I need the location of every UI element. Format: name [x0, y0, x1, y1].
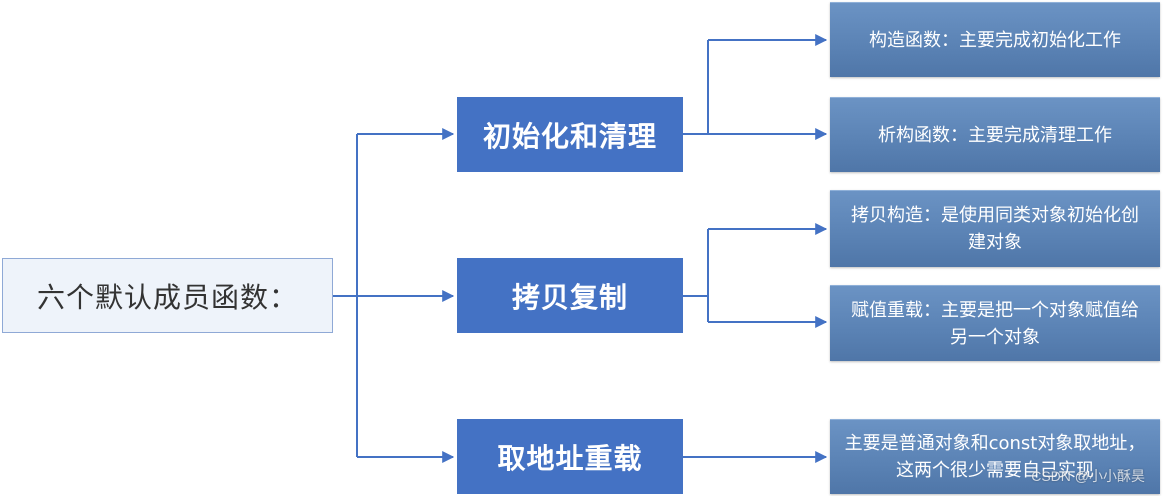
root-label: 六个默认成员函数：	[36, 280, 298, 314]
root-node: 六个默认成员函数：	[2, 258, 333, 333]
leaf-address-overload: 主要是普通对象和const对象取地址，这两个很少需要自己实现	[830, 419, 1160, 494]
leaf-label: 拷贝构造：是使用同类对象初始化创建对象	[851, 205, 1139, 253]
watermark-text: CSDN @小小酥昊	[1031, 468, 1145, 484]
leaf-label: 赋值重载：主要是把一个对象赋值给另一个对象	[851, 299, 1139, 348]
leaf-destructor: 析构函数：主要完成清理工作	[830, 97, 1160, 172]
branch-label: 取地址重载	[497, 441, 643, 475]
leaf-label: 析构函数：主要完成清理工作	[878, 124, 1112, 146]
branch-label: 初始化和清理	[482, 119, 657, 153]
branch-initialization-cleanup: 初始化和清理	[457, 97, 683, 172]
branch-copy: 拷贝复制	[457, 258, 683, 333]
leaf-copy-constructor: 拷贝构造：是使用同类对象初始化创建对象	[830, 190, 1160, 267]
branch-address-overload: 取地址重载	[457, 419, 683, 494]
leaf-assignment-overload: 赋值重载：主要是把一个对象赋值给另一个对象	[830, 285, 1160, 361]
leaf-constructor: 构造函数：主要完成初始化工作	[830, 2, 1160, 77]
branch-label: 拷贝复制	[511, 280, 628, 314]
leaf-label: 构造函数：主要完成初始化工作	[869, 29, 1121, 51]
leaf-label: 主要是普通对象和const对象取地址，这两个很少需要自己实现	[844, 433, 1146, 481]
